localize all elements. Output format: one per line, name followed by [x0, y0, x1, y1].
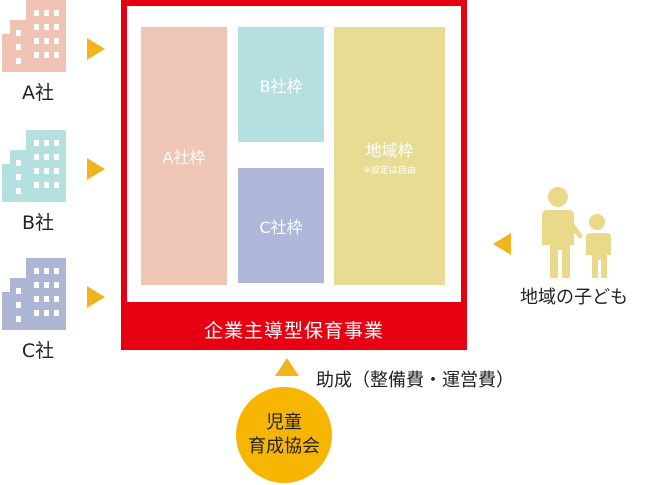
slot-community-note: ※設定は自由	[363, 165, 416, 176]
subsidy-arrow-icon	[275, 358, 299, 376]
slot-community-label: 地域枠	[365, 140, 414, 160]
subsidy-label: 助成（整備費・運営費）	[316, 370, 514, 391]
arrow-b-icon	[87, 158, 105, 180]
association-circle: 児童 育成協会	[236, 387, 332, 483]
slot-c: C社枠	[238, 168, 324, 283]
slot-a-label: A社枠	[162, 148, 206, 167]
parent-child-icon	[542, 187, 611, 278]
building-b-icon	[2, 130, 66, 202]
company-c-label: C社	[21, 340, 55, 362]
community-arrow-icon	[493, 233, 511, 255]
association-line2: 育成協会	[248, 436, 320, 457]
slot-b-label: B社枠	[259, 76, 303, 96]
association-line1: 児童	[266, 412, 302, 433]
building-a-icon	[2, 0, 66, 72]
arrow-a-icon	[87, 38, 105, 60]
slot-c-label: C社枠	[259, 217, 303, 237]
nursery-frame: A社枠 B社枠 C社枠 地域枠 ※設定は自由	[121, 0, 467, 308]
building-c-icon	[2, 258, 66, 330]
program-banner: 企業主導型保育事業	[121, 308, 467, 350]
community-children-label: 地域の子ども	[520, 287, 628, 308]
slot-community: 地域枠 ※設定は自由	[334, 27, 445, 285]
slot-b: B社枠	[238, 27, 324, 142]
slot-a: A社枠	[141, 27, 227, 285]
company-b-label: B社	[21, 212, 55, 234]
company-a-label: A社	[22, 82, 54, 104]
arrow-c-icon	[87, 286, 105, 308]
